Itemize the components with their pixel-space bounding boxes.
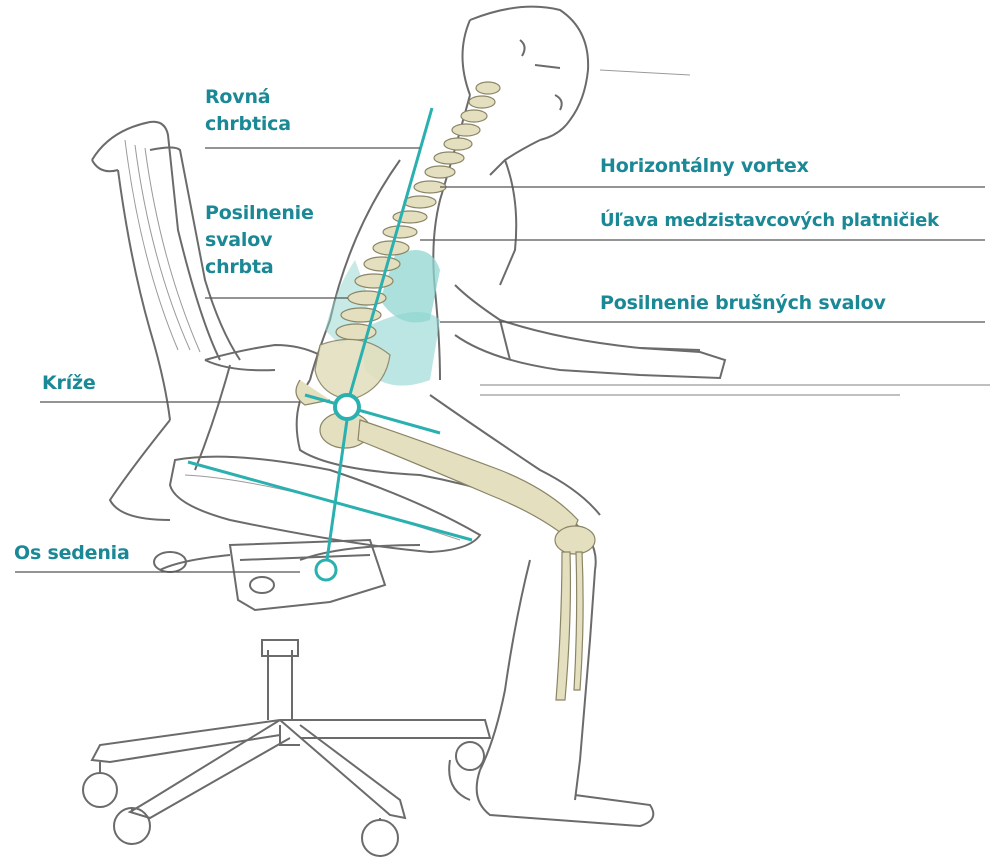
label-rovna-chrbtica: Rovná chrbtica (205, 84, 291, 138)
label-line: chrbtica (205, 111, 291, 138)
label-line: Rovná (205, 84, 291, 111)
label-line: chrbta (205, 254, 314, 281)
label-horizontalny-vortex: Horizontálny vortex (600, 153, 809, 180)
femur (358, 420, 578, 540)
chair-base (83, 640, 490, 856)
chair-back (92, 122, 320, 520)
seat-axis (188, 462, 472, 540)
label-os-sedenia: Os sedenia (14, 540, 130, 567)
seat-pivot-marker (316, 560, 336, 580)
knee-joint (555, 526, 595, 554)
label-posilnenie-brusnych-svalov: Posilnenie brušných svalov (600, 290, 886, 317)
pelvis-pivot-marker (335, 395, 359, 419)
tibia (556, 552, 570, 700)
label-krize: Kríže (42, 370, 96, 397)
chair-mechanism (154, 540, 420, 610)
label-ulava-platniciek: Úľava medzistavcových platničiek (600, 207, 939, 234)
person-sketch (297, 7, 990, 826)
label-line: Posilnenie (205, 200, 314, 227)
label-posilnenie-svalov-chrbta: Posilnenie svalov chrbta (205, 200, 314, 281)
label-line: svalov (205, 227, 314, 254)
skeleton (296, 82, 595, 700)
